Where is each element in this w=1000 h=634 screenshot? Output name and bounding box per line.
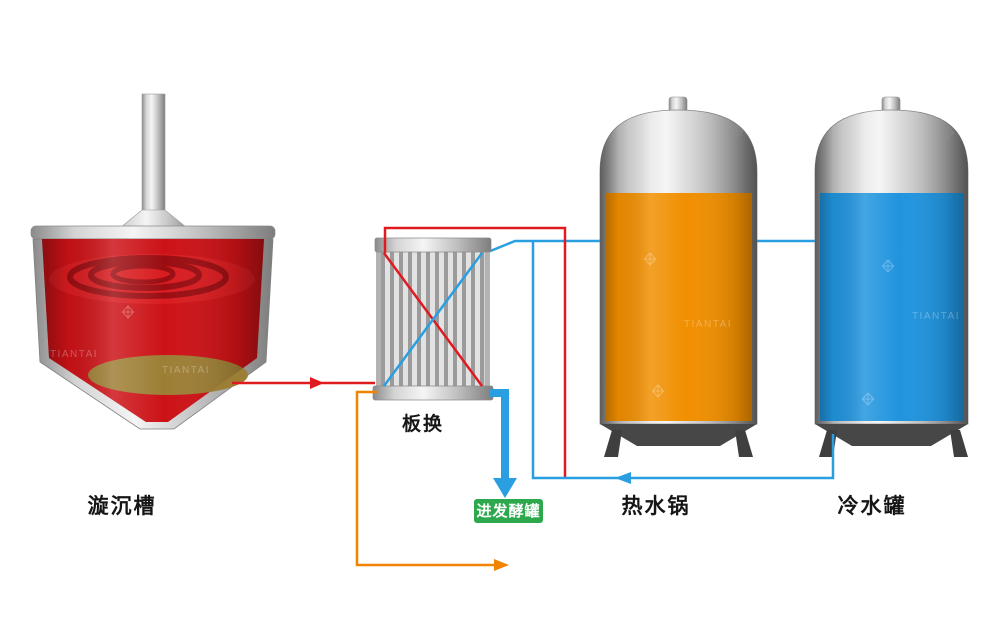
tiantai-watermark: TIANTAI — [50, 349, 98, 360]
tiantai-logo-icon — [881, 259, 895, 273]
whirlpool-label: 漩沉槽 — [88, 494, 157, 518]
hot-tank-leg-right — [735, 430, 753, 457]
hot-tank-shading — [600, 110, 757, 424]
hx-cold-flow-diagonal — [382, 252, 484, 387]
hot-water-loop-arrow-icon — [494, 559, 509, 571]
cold-water-tank-label: 冷水罐 — [838, 494, 907, 518]
whirlpool-chimney — [141, 93, 166, 215]
to-fermenter-badge-label: 进发酵罐 — [476, 502, 540, 520]
hx-top-cap — [374, 237, 492, 253]
heat-exchanger-label: 板换 — [402, 412, 444, 435]
cold-tank-shading — [815, 110, 968, 424]
cold-tank-leg-right — [950, 430, 968, 457]
tiantai-logo-icon — [861, 392, 875, 406]
to-fermenter-badge: 进发酵罐 — [474, 499, 543, 523]
tiantai-watermark: TIANTAI — [684, 319, 732, 330]
hx-bottom-cap — [372, 385, 494, 401]
whirlpool-shading — [42, 239, 264, 422]
whirlpool-tank — [30, 93, 276, 430]
cold-tank-leg-left — [819, 430, 837, 457]
hot-tank-bottom-cone — [600, 424, 757, 446]
pipe-hot-water-loop — [355, 390, 496, 567]
hx-rail-left — [376, 251, 381, 387]
hot-water-tank-label: 热水锅 — [622, 494, 691, 518]
pipe-cooled-wort-out — [490, 389, 509, 480]
tiantai-watermark: TIANTAI — [162, 365, 210, 376]
tiantai-logo-icon — [121, 305, 135, 319]
hot-tank-leg-left — [604, 430, 622, 457]
pipe-hot-water-out — [383, 226, 567, 479]
tiantai-logo-icon — [941, 126, 955, 140]
watermarks: TIANTAI TIANTAI TIANTAI TIANTAI — [50, 124, 960, 406]
cold-tank-bottom-cone — [815, 424, 968, 446]
wort-feed-arrow-icon — [310, 377, 324, 389]
to-fermenter-badge-bg — [474, 499, 543, 523]
pipe-cold-water-bottom — [531, 241, 835, 480]
hot-water-tank — [599, 96, 758, 457]
hx-rail-right — [485, 251, 490, 387]
cold-water-tank — [814, 96, 969, 457]
plate-heat-exchanger — [372, 237, 494, 401]
tiantai-watermark: TIANTAI — [912, 311, 960, 322]
cold-water-arrow-icon — [615, 472, 631, 484]
tiantai-logo-icon — [730, 124, 744, 138]
tiantai-logo-icon — [643, 252, 657, 266]
cooled-wort-arrow-icon — [493, 478, 517, 498]
pipes-front — [232, 226, 835, 571]
whirlpool-rim — [30, 225, 276, 240]
tiantai-logo-icon — [651, 384, 665, 398]
